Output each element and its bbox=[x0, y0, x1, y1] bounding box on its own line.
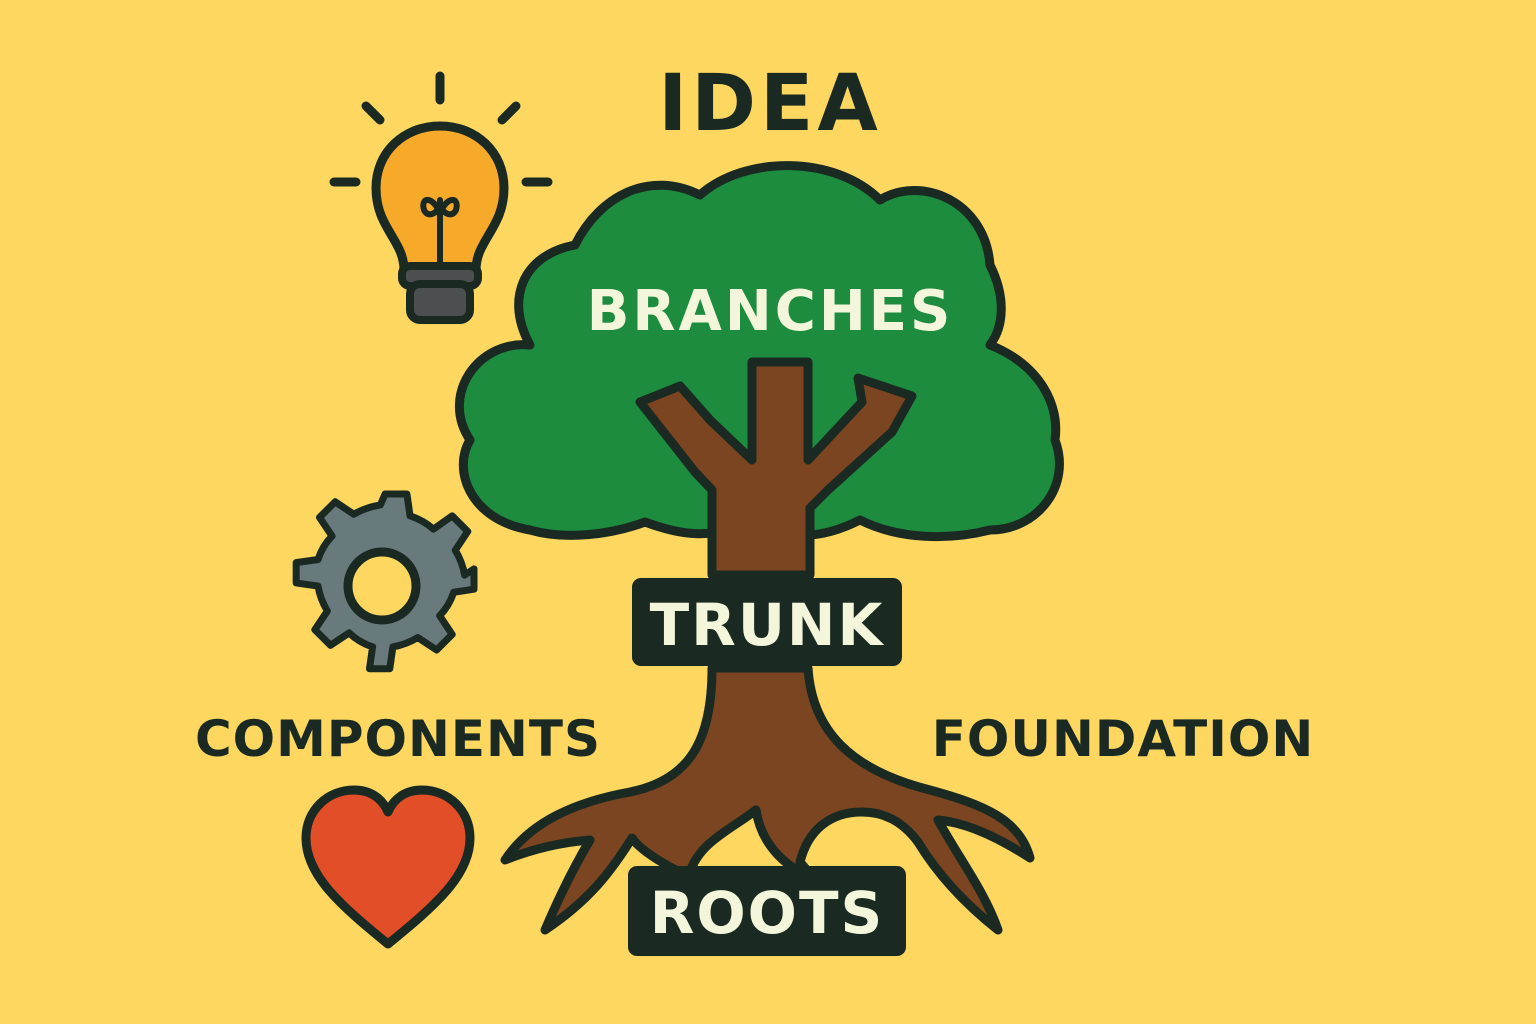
heart-icon bbox=[301, 785, 475, 949]
tree-roots bbox=[500, 663, 1035, 935]
trunk-label-box: TRUNK bbox=[632, 578, 902, 666]
foundation-label: FOUNDATION bbox=[932, 710, 1315, 768]
tree-trunk bbox=[635, 357, 917, 580]
lightbulb-icon bbox=[329, 71, 553, 324]
title-idea: IDEA bbox=[658, 59, 881, 149]
roots-label: ROOTS bbox=[650, 879, 885, 947]
branches-label: BRANCHES bbox=[587, 279, 954, 344]
gear-icon bbox=[292, 490, 478, 673]
components-label: COMPONENTS bbox=[195, 710, 601, 768]
roots-label-box: ROOTS bbox=[628, 866, 906, 956]
trunk-label: TRUNK bbox=[650, 591, 885, 659]
